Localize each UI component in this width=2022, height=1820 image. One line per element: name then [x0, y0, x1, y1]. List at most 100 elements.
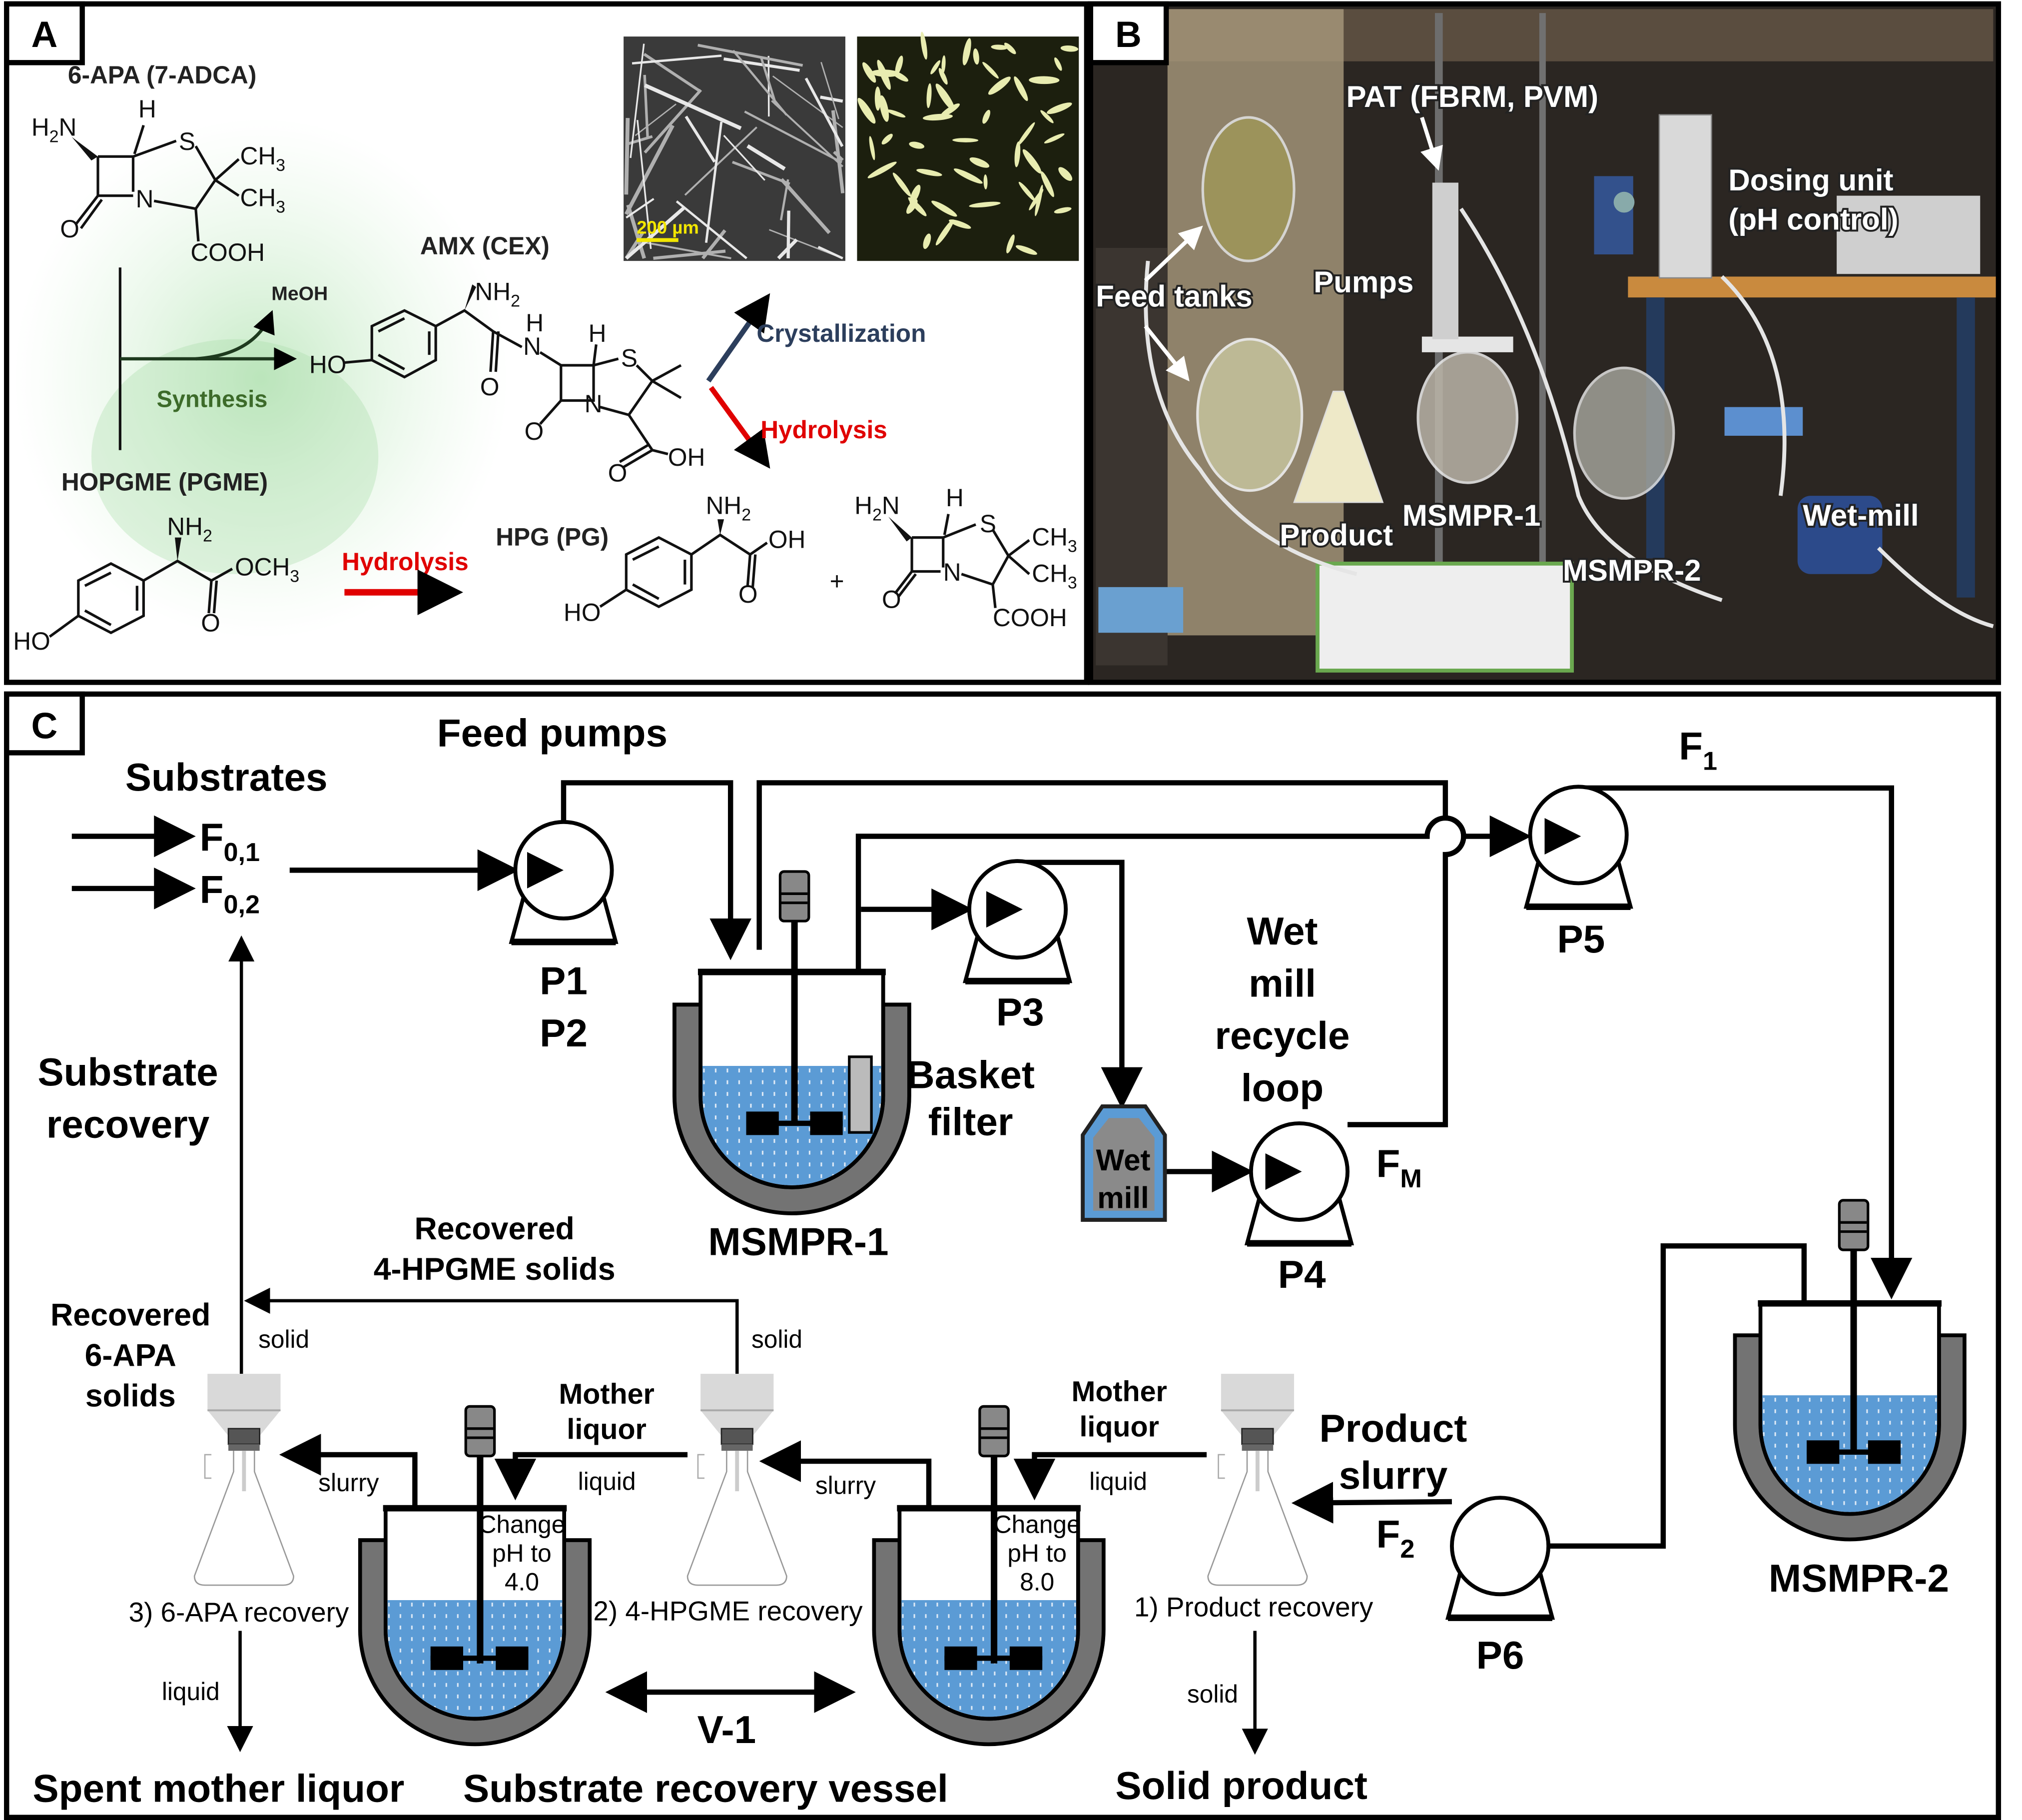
crystal-particle — [909, 141, 925, 149]
dosing-unit-label: (pH control) — [1728, 202, 1898, 236]
step-2-label: 2) 4-HPGME recovery — [593, 1596, 863, 1627]
crystallization-label: Crystallization — [756, 319, 926, 347]
panel-label-a: A — [31, 14, 58, 55]
crystal-particle — [940, 103, 960, 117]
crystal-needle — [833, 150, 844, 161]
svg-text:filter: filter — [928, 1099, 1013, 1143]
svg-text:Basket: Basket — [906, 1052, 1035, 1096]
crystal-needle — [704, 121, 723, 243]
crystal-particle — [931, 200, 957, 217]
crystal-particle — [906, 199, 918, 214]
crystal-particle — [935, 83, 955, 111]
crystal-needle — [820, 95, 843, 103]
crystal-particle — [874, 86, 881, 111]
crystal-needle — [644, 83, 742, 130]
svg-text:Change: Change — [479, 1511, 566, 1539]
crystal-needle — [697, 43, 803, 67]
pump-p3 — [965, 861, 1070, 981]
svg-text:COOH: COOH — [993, 604, 1067, 632]
crystal-needle — [643, 52, 701, 92]
synthesis-label: Synthesis — [156, 386, 267, 412]
crystal-particle — [1040, 110, 1054, 123]
svg-text:NH2: NH2 — [167, 512, 212, 545]
svg-text:Substrate: Substrate — [37, 1050, 218, 1094]
svg-text:H: H — [526, 309, 544, 337]
crystal-particle — [1004, 42, 1016, 54]
svg-text:mill: mill — [1249, 961, 1316, 1005]
crystal-particle — [909, 184, 921, 205]
enzyme-structure-background — [91, 339, 379, 574]
crystal-needle — [732, 49, 788, 116]
mother-liquor-label: Mother liquor — [1071, 1376, 1167, 1443]
wet-mill-unit: Wet mill — [1081, 1104, 1167, 1222]
recovery-vessel-1 — [360, 1508, 590, 1744]
svg-text:S: S — [179, 127, 195, 155]
wet-mill-label: Wet-mill — [1803, 499, 1919, 532]
svg-text:H2N: H2N — [31, 113, 77, 146]
msmpr-2-reactor — [1735, 1303, 1964, 1539]
panel-a: A 200 µm 6-APA (7-ADCA) H2N H S CH3 CH3 … — [3, 1, 1090, 685]
crystal-particle — [1058, 167, 1073, 181]
feed-tank-2 — [1196, 338, 1304, 492]
spent-mother-liquor-label: Spent mother liquor — [32, 1766, 404, 1810]
crystal-particle — [1029, 189, 1044, 210]
svg-text:Recovered: Recovered — [50, 1298, 210, 1333]
crystal-particle — [1022, 149, 1042, 174]
msmpr-1-label: MSMPR-1 — [1402, 499, 1541, 532]
svg-text:loop: loop — [1241, 1065, 1324, 1109]
hydrolysis-label: Hydrolysis — [342, 548, 469, 576]
crystal-particle — [1006, 234, 1015, 253]
svg-text:O: O — [480, 373, 500, 401]
slurry-label: slurry — [815, 1471, 876, 1499]
crystal-needle — [804, 77, 844, 147]
svg-text:HOPGME (PGME): HOPGME (PGME) — [61, 468, 268, 496]
basket-filter-label: Basket filter — [906, 1052, 1035, 1143]
crystal-particle — [1017, 122, 1035, 146]
svg-text:Product: Product — [1320, 1406, 1467, 1450]
svg-text:6-APA: 6-APA — [85, 1338, 176, 1373]
crystallization-arrow — [706, 293, 770, 383]
motor-icon — [978, 1405, 1010, 1458]
svg-text:O: O — [608, 459, 628, 487]
svg-text:N: N — [136, 185, 154, 213]
svg-text:COOH: COOH — [190, 238, 265, 266]
crystal-needle — [644, 89, 702, 154]
crystal-particle — [991, 44, 1008, 50]
crystal-needle — [624, 118, 630, 195]
crystal-particle — [920, 31, 928, 60]
recovered-4-hpgme-label: Recovered 4-HPGME solids — [374, 1211, 616, 1287]
solid-label: solid — [258, 1325, 309, 1353]
svg-text:Mother: Mother — [559, 1378, 654, 1410]
basket-filter — [848, 1055, 873, 1134]
crystal-particle — [1054, 57, 1062, 71]
svg-text:recycle: recycle — [1215, 1013, 1350, 1057]
svg-text:HO: HO — [13, 627, 50, 655]
svg-text:NH2: NH2 — [475, 277, 520, 310]
msmpr-2-label: MSMPR-2 — [1769, 1556, 1949, 1600]
hydrolysis-arrow — [708, 386, 770, 469]
crystal-particle — [923, 233, 931, 249]
pump-p1-p2 — [512, 822, 616, 942]
svg-text:HO: HO — [564, 599, 601, 627]
structure-hopgme: HOPGME (PGME) NH2 OCH3 O HO — [13, 468, 299, 656]
crystal-particle — [983, 174, 988, 190]
svg-text:pH to: pH to — [1007, 1539, 1067, 1567]
svg-text:O: O — [60, 215, 79, 243]
recovery-vessel-2 — [874, 1508, 1103, 1744]
msmpr-2-vessel — [1573, 366, 1675, 500]
crystal-particle — [969, 201, 1001, 208]
agitator — [944, 1405, 1043, 1670]
crystal-needle — [723, 134, 765, 181]
feed-pumps-label: Feed pumps — [437, 711, 668, 755]
crystal-needle — [820, 61, 839, 119]
svg-text:Change: Change — [994, 1511, 1081, 1539]
svg-text:4-HPGME solids: 4-HPGME solids — [374, 1252, 616, 1287]
svg-text:Recovered: Recovered — [414, 1211, 574, 1246]
crystal-particle — [969, 157, 990, 168]
crystal-particle — [1018, 181, 1036, 201]
svg-text:Mother: Mother — [1071, 1376, 1167, 1408]
crystal-needle — [831, 110, 845, 194]
crystal-needle — [653, 249, 726, 260]
crystal-needle — [637, 119, 652, 249]
recovered-6-apa-label: Recovered 6-APA solids — [50, 1298, 210, 1414]
